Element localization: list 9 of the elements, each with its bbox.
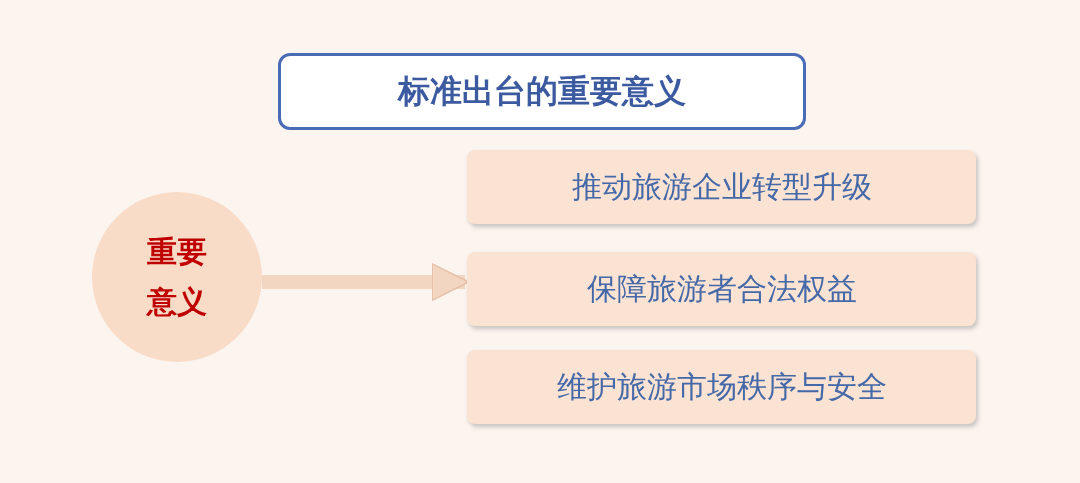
- point-text: 推动旅游企业转型升级: [571, 167, 872, 206]
- point-text: 维护旅游市场秩序与安全: [556, 367, 887, 406]
- point-box: [467, 252, 976, 326]
- title-text: 标准出台的重要意义: [398, 70, 686, 112]
- point-box: [467, 350, 976, 424]
- title-box: [278, 53, 806, 130]
- point-box: [467, 150, 976, 224]
- topic-label: 重要意义: [145, 233, 208, 321]
- point-text: 保障旅游者合法权益: [586, 269, 857, 308]
